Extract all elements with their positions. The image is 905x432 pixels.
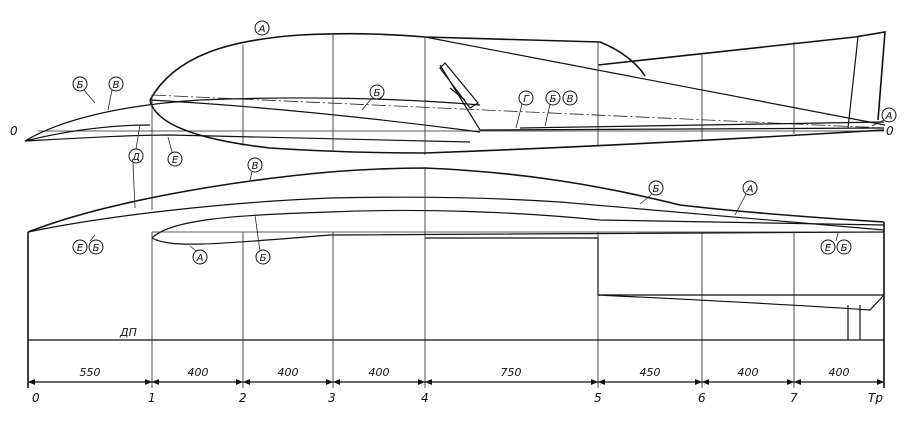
stern-outline xyxy=(597,31,886,121)
svg-text:А: А xyxy=(258,24,266,35)
chine-line xyxy=(151,231,885,245)
svg-text:Е: Е xyxy=(77,243,84,254)
svg-text:В: В xyxy=(252,161,259,172)
dp-label: ДП xyxy=(119,326,137,339)
svg-text:Б: Б xyxy=(93,243,100,254)
svg-text:В: В xyxy=(113,80,120,91)
callout-a-stern: А xyxy=(881,107,897,123)
svg-text:В: В xyxy=(567,94,574,105)
callout-e-profile-left: Е xyxy=(72,239,88,255)
svg-text:Е: Е xyxy=(172,155,179,166)
spacing-7: 400 xyxy=(829,366,850,379)
bottom-stern xyxy=(597,294,885,311)
deck-outline-a xyxy=(149,32,646,101)
station-label-4: 4 xyxy=(421,391,429,405)
hull-bottom-outline xyxy=(149,99,885,154)
profile-view xyxy=(27,167,885,388)
step-outline xyxy=(425,237,884,296)
spacing-5: 450 xyxy=(640,366,661,379)
spacing-0: 550 xyxy=(80,366,101,379)
callout-e-top: Е xyxy=(167,151,183,167)
spacing-1: 400 xyxy=(188,366,209,379)
svg-text:А: А xyxy=(746,184,754,195)
callout-b-profile-stern: Б xyxy=(836,239,852,255)
callout-b-profile-mid: Б xyxy=(255,249,271,265)
station-label-0: 0 xyxy=(32,391,40,405)
svg-text:Б: Б xyxy=(550,94,557,105)
svg-text:Б: Б xyxy=(841,243,848,254)
line-b-upper xyxy=(24,97,481,142)
line-v-bow xyxy=(24,124,151,142)
centerline-label-left: 0 xyxy=(10,124,18,138)
svg-text:Б: Б xyxy=(77,80,84,91)
line-e-bow xyxy=(24,134,471,143)
spacing-6: 400 xyxy=(738,366,759,379)
steering-column xyxy=(439,64,481,131)
line-g xyxy=(479,127,885,131)
callout-a-profile-right: А xyxy=(742,180,758,196)
spacing-2: 400 xyxy=(278,366,299,379)
windshield xyxy=(439,62,479,109)
station-label-6: 6 xyxy=(698,391,706,405)
dimension-arrows xyxy=(28,379,884,385)
callout-d: Д xyxy=(128,148,144,164)
centerline-label-right: 0 xyxy=(886,124,894,138)
station-numbers: 0 1 2 3 4 5 6 7 Тр xyxy=(32,391,883,405)
sheer-line-v xyxy=(27,167,885,233)
svg-text:А: А xyxy=(885,111,893,122)
svg-text:Д: Д xyxy=(131,152,140,163)
callout-v-profile: В xyxy=(247,157,263,173)
callout-b-left: Б xyxy=(72,76,88,92)
callout-a-top: А xyxy=(254,20,270,36)
callout-b-mid: Б xyxy=(369,84,385,100)
svg-text:Г: Г xyxy=(523,94,530,105)
svg-text:Б: Б xyxy=(374,88,381,99)
callout-e-profile-stern: Е xyxy=(820,239,836,255)
line-a-profile xyxy=(151,209,885,239)
callout-v-right: В xyxy=(562,90,578,106)
line-b-profile xyxy=(27,196,885,233)
callout-a-profile-bow: А xyxy=(192,249,208,265)
plan-view xyxy=(24,31,886,210)
svg-text:А: А xyxy=(196,253,204,264)
svg-text:Б: Б xyxy=(260,253,267,264)
svg-text:Е: Е xyxy=(825,243,832,254)
callout-b-profile-right: Б xyxy=(648,180,664,196)
dimension-values: 550 400 400 400 750 450 400 400 xyxy=(80,366,850,379)
steering-wheel xyxy=(449,87,466,101)
line-b-mid xyxy=(149,99,481,133)
station-label-1: 1 xyxy=(148,391,156,405)
station-label-7: 7 xyxy=(790,391,798,405)
callout-b-right: Б xyxy=(545,90,561,106)
deck-diagonal xyxy=(424,36,886,126)
station-label-3: 3 xyxy=(328,391,336,405)
svg-text:Б: Б xyxy=(653,184,660,195)
transom-inner xyxy=(847,36,859,129)
callout-v-left: В xyxy=(108,76,124,92)
station-label-5: 5 xyxy=(594,391,602,405)
spacing-3: 400 xyxy=(369,366,390,379)
station-label-tr: Тр xyxy=(868,391,883,405)
spacing-4: 750 xyxy=(501,366,522,379)
callout-g: Г xyxy=(518,90,534,106)
leader-lines xyxy=(83,89,885,252)
dash-dot-line xyxy=(151,94,885,129)
station-label-2: 2 xyxy=(239,391,247,405)
callout-b-profile-left: Б xyxy=(88,239,104,255)
